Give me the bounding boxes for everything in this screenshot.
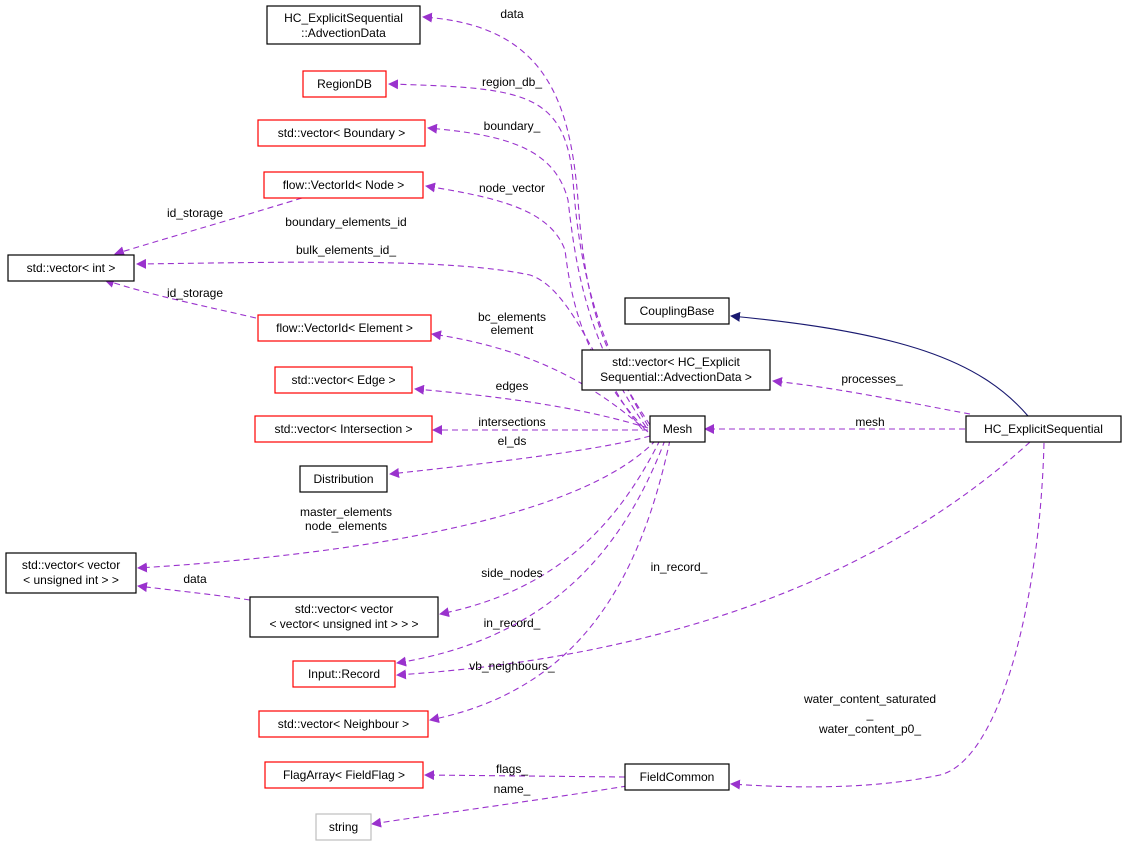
node-input-record[interactable]: Input::Record (292, 660, 396, 688)
node-vector-advection-data-line-2: Sequential::AdvectionData > (600, 370, 752, 384)
label-region-db: region_db_ (482, 75, 542, 89)
node-mesh[interactable]: Mesh (649, 415, 706, 443)
edge-side-nodes (439, 439, 661, 618)
node-coupling-base[interactable]: CouplingBase (624, 297, 730, 325)
label-intersections: intersections (478, 415, 545, 429)
node-mesh-label: Mesh (663, 422, 692, 436)
edge-processes (772, 376, 971, 415)
label-boundary: boundary_ (484, 119, 541, 133)
node-flagarray-label: FlagArray< FieldFlag > (283, 768, 405, 782)
node-vector-vector-uint-line-1: std::vector< vector (22, 558, 120, 572)
node-vector-edge-label: std::vector< Edge > (291, 373, 395, 387)
edge-master-elements (137, 439, 657, 573)
label-data-top: data (500, 7, 524, 21)
node-vectorid-node[interactable]: flow::VectorId< Node > (263, 171, 424, 199)
node-vector-vector-uint[interactable]: std::vector< vector < unsigned int > > (5, 552, 137, 594)
node-vector-int[interactable]: std::vector< int > (7, 254, 135, 282)
label-node-elements: node_elements (305, 519, 387, 533)
label-node-vector: node_vector (479, 181, 545, 195)
edge-vb-neighbours (429, 439, 671, 724)
node-advection-data[interactable]: HC_ExplicitSequential ::AdvectionData (266, 5, 421, 45)
node-region-db-label: RegionDB (317, 77, 372, 91)
label-bc-elements: bc_elements (478, 310, 546, 324)
node-vector-edge[interactable]: std::vector< Edge > (274, 366, 413, 394)
node-string-label: string (329, 820, 358, 834)
node-field-common[interactable]: FieldCommon (624, 763, 730, 791)
label-bulk-elements-id: bulk_elements_id_ (296, 243, 396, 257)
node-vector-neighbour[interactable]: std::vector< Neighbour > (258, 710, 429, 738)
label-mesh: mesh (855, 415, 884, 429)
label-name: name_ (494, 782, 531, 796)
edge-bc-elements (431, 330, 649, 433)
label-flags: flags_ (496, 762, 528, 776)
label-element: element (491, 323, 534, 337)
node-coupling-base-label: CouplingBase (640, 304, 715, 318)
edge-in-record-mesh (396, 439, 666, 667)
label-id-storage-top: id_storage (167, 206, 223, 220)
edge-inheritance-coupling-base (730, 311, 1029, 417)
node-vector-intersection[interactable]: std::vector< Intersection > (254, 415, 433, 443)
edge-flags (424, 770, 626, 781)
node-vectorid-element[interactable]: flow::VectorId< Element > (257, 314, 432, 342)
label-underscore: _ (866, 707, 874, 721)
node-vector-neighbour-label: std::vector< Neighbour > (278, 717, 409, 731)
edge-data-advection (422, 12, 651, 426)
node-distribution[interactable]: Distribution (299, 465, 388, 493)
node-vector-advection-data-line-1: std::vector< HC_Explicit (612, 355, 740, 369)
label-water-content-p0: water_content_p0_ (818, 722, 921, 736)
node-vector-vector-vector-uint[interactable]: std::vector< vector < vector< unsigned i… (249, 596, 439, 638)
label-in-record-mesh: in_record_ (484, 616, 541, 630)
edge-bulk-elements-id (136, 258, 643, 430)
node-advection-data-line-1: HC_ExplicitSequential (284, 11, 403, 25)
node-vector-boundary-label: std::vector< Boundary > (278, 126, 405, 140)
edge-name (371, 785, 628, 828)
label-vb-neighbours: vb_neighbours_ (469, 659, 555, 673)
edge-id-storage-bottom (104, 278, 257, 319)
node-vector-int-label: std::vector< int > (27, 261, 116, 275)
label-water-content-saturated: water_content_saturated (803, 692, 936, 706)
node-hc-explicit-sequential-label: HC_ExplicitSequential (984, 422, 1103, 436)
label-boundary-elements-id: boundary_elements_id (285, 215, 406, 229)
edge-edges (414, 384, 649, 429)
node-advection-data-line-2: ::AdvectionData (301, 26, 386, 40)
node-vector-vector-vector-uint-line-1: std::vector< vector (295, 602, 393, 616)
node-flagarray[interactable]: FlagArray< FieldFlag > (264, 761, 424, 789)
edge-node-vector (425, 182, 645, 429)
label-edges: edges (496, 379, 529, 393)
node-vector-advection-data[interactable]: std::vector< HC_Explicit Sequential::Adv… (581, 349, 771, 391)
edge-in-record-hc (396, 441, 1031, 680)
node-region-db[interactable]: RegionDB (302, 70, 387, 98)
node-string[interactable]: string (315, 813, 372, 841)
node-vector-boundary[interactable]: std::vector< Boundary > (257, 119, 426, 147)
node-field-common-label: FieldCommon (640, 770, 715, 784)
label-data-bottom: data (183, 572, 207, 586)
label-id-storage-bottom: id_storage (167, 286, 223, 300)
node-vector-intersection-label: std::vector< Intersection > (274, 422, 412, 436)
label-el-ds: el_ds (498, 434, 527, 448)
label-side-nodes: side_nodes (481, 566, 542, 580)
edge-region-db (388, 79, 649, 427)
node-vector-vector-vector-uint-line-2: < vector< unsigned int > > > (269, 617, 418, 631)
label-in-record-hc: in_record_ (651, 560, 708, 574)
edge-data-bottom (137, 582, 251, 601)
node-vector-vector-uint-line-2: < unsigned int > > (23, 573, 119, 587)
label-processes: processes_ (841, 372, 903, 386)
node-vectorid-node-label: flow::VectorId< Node > (283, 178, 404, 192)
edge-el-ds (389, 435, 651, 478)
label-master-elements: master_elements (300, 505, 392, 519)
node-vectorid-element-label: flow::VectorId< Element > (276, 321, 413, 335)
node-distribution-label: Distribution (313, 472, 373, 486)
node-input-record-label: Input::Record (308, 667, 380, 681)
node-hc-explicit-sequential[interactable]: HC_ExplicitSequential (965, 415, 1122, 443)
